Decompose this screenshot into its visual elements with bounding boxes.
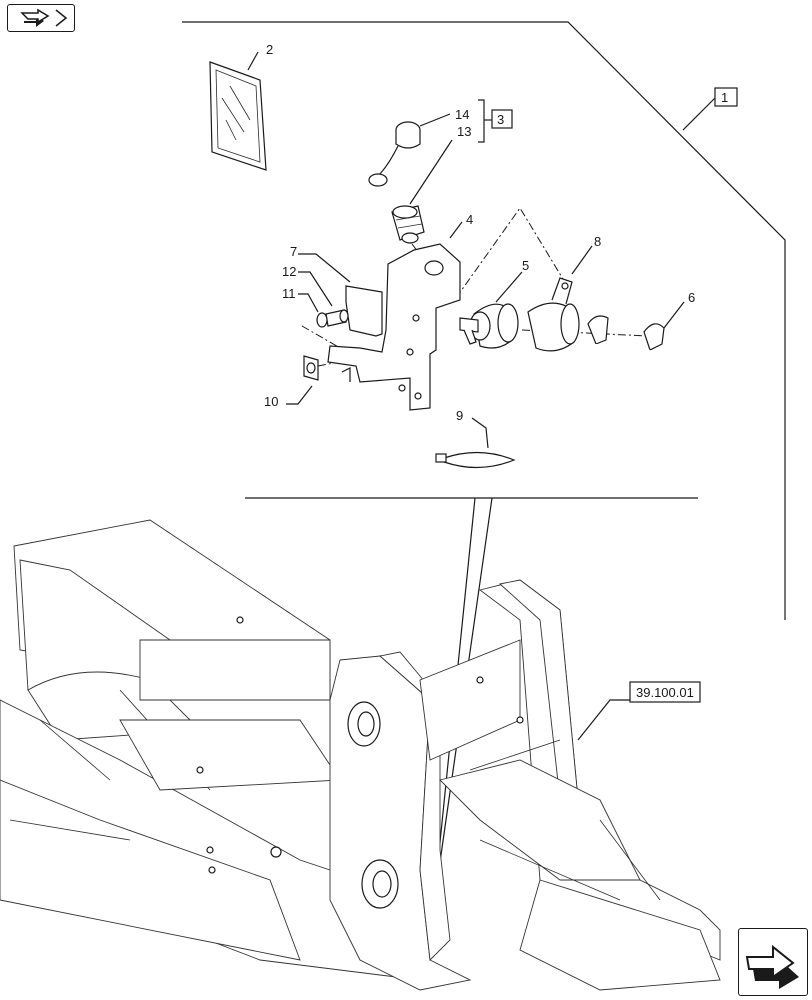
callout-9: 9 [456,408,463,423]
callout-2: 2 [266,42,273,57]
page-forward-icon [745,944,799,989]
part-4-bracket: 4 [327,212,473,411]
callout-3: 3 [497,112,504,127]
part-2-manual: 2 [209,42,273,171]
next-page-button[interactable] [738,928,808,996]
callout-4: 4 [466,212,473,227]
callout-13: 13 [457,124,471,139]
callout-8: 8 [594,234,601,249]
part-5-disconnect-switch: 5 [459,258,529,349]
group-3-bracket: 3 [478,99,513,143]
part-8-cover: 8 [527,234,601,352]
group-1-bracket: 1 [182,21,786,620]
part-10-clip: 10 [264,355,319,409]
callout-6: 6 [688,290,695,305]
part-13-switch: 13 [391,124,471,244]
part-11-washer: 11 [282,286,328,328]
part-6-cable: 6 [587,290,695,432]
reference-label: 39.100.01 [636,685,694,700]
callout-1: 1 [721,90,728,105]
part-14-cap: 14 [368,107,469,187]
callout-5: 5 [522,258,529,273]
callout-box-1 [714,87,738,107]
callout-12: 12 [282,264,296,279]
chassis-frame [0,519,721,991]
part-9-cable-tie: 9 [435,408,516,469]
callout-10: 10 [264,394,278,409]
reference-callout: 39.100.01 [577,681,701,741]
callout-box-3 [491,109,513,129]
reference-box [629,681,701,703]
page-back-icon [20,8,68,27]
callout-7: 7 [290,244,297,259]
part-7-insulator: 7 [290,244,383,337]
prev-page-button[interactable] [7,4,75,32]
callout-11: 11 [282,286,296,301]
callout-14: 14 [455,107,469,122]
